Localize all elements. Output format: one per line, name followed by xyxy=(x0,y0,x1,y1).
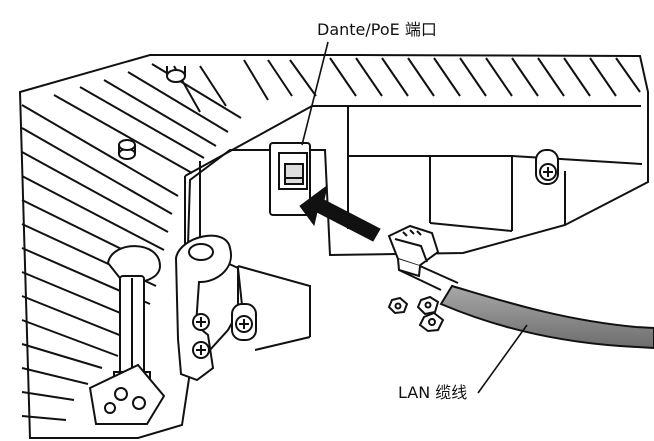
callout-lines xyxy=(301,41,528,394)
handle xyxy=(88,245,166,425)
washers xyxy=(387,295,445,333)
top-heat-sink-fins xyxy=(173,57,641,113)
left-heat-sink-fins xyxy=(21,63,242,421)
dante-poe-port-label: Dante/PoE 端口 xyxy=(317,20,437,39)
top-screws xyxy=(118,66,186,160)
lan-cable xyxy=(439,284,654,350)
mount-bracket xyxy=(174,234,257,382)
rj45-connector-icon xyxy=(387,224,459,291)
enclosure-body xyxy=(18,54,649,439)
arrow-icon xyxy=(299,184,381,242)
dante-poe-port xyxy=(269,142,311,216)
lan-cable-label: LAN 缆线 xyxy=(398,383,468,402)
right-screw xyxy=(535,149,559,185)
